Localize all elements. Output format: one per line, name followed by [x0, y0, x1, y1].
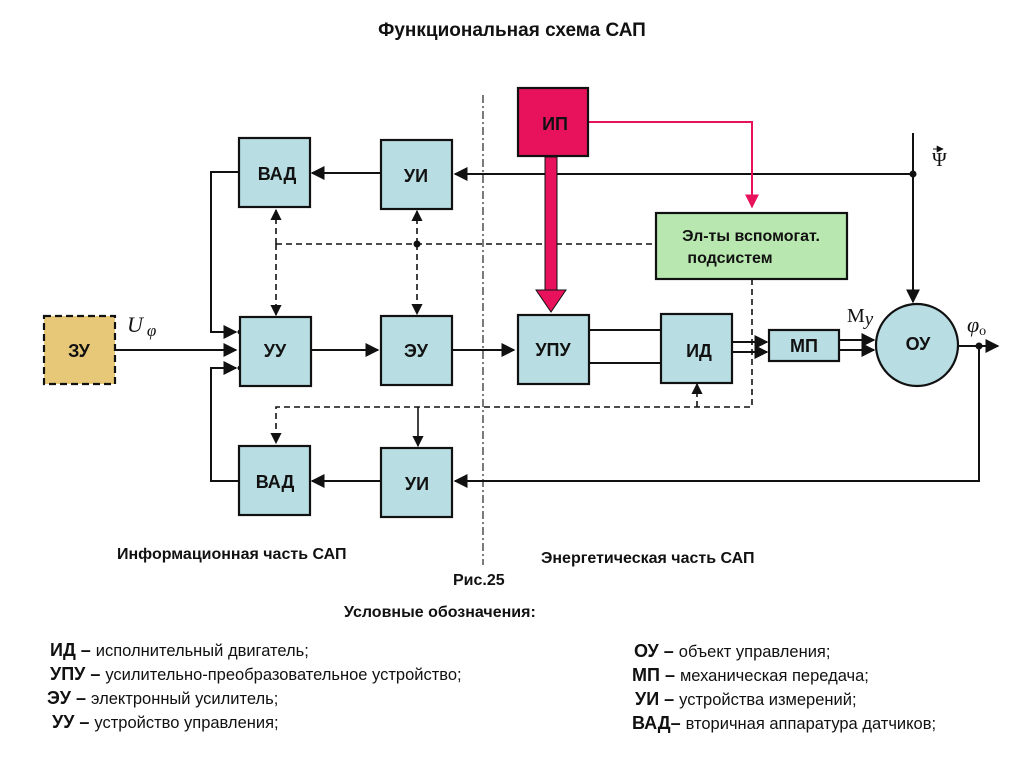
label-ou: ОУ — [906, 334, 932, 354]
legend-item: УУ – устройство управления; — [52, 712, 279, 732]
label-eu: ЭУ — [404, 341, 429, 361]
block-ip[interactable] — [516, 86, 590, 158]
link-feedback-bottom — [453, 346, 980, 488]
label-vad-top: ВАД — [258, 164, 297, 184]
block-zu[interactable] — [42, 314, 117, 386]
block-mp[interactable] — [767, 328, 841, 363]
ip-power-arrow-head — [535, 289, 567, 313]
legend-item: ЭУ – электронный усилитель; — [47, 688, 279, 708]
caption-info-part: Информационная часть САП — [117, 546, 347, 563]
signal-my: My — [847, 305, 874, 330]
signal-psi: Ψ — [932, 149, 947, 171]
label-mp: МП — [790, 336, 818, 356]
block-uu[interactable] — [238, 315, 313, 388]
label-upu: УПУ — [535, 340, 571, 360]
block-eu[interactable] — [379, 314, 454, 387]
label-aux-line2: подсистем — [687, 250, 772, 267]
label-zu: ЗУ — [68, 341, 91, 361]
legend-item: ВАД– вторичная аппаратура датчиков; — [632, 713, 937, 733]
label-ui-bottom: УИ — [405, 474, 429, 494]
legend-item: УПУ – усилительно-преобразовательное уст… — [50, 664, 462, 684]
junction-output — [975, 342, 983, 350]
block-ou[interactable] — [874, 302, 960, 388]
block-aux-subsystems[interactable] — [654, 211, 849, 281]
block-ui-top[interactable] — [379, 138, 454, 211]
legend-item: УИ – устройства измерений; — [635, 689, 857, 709]
label-ip: ИП — [542, 114, 568, 134]
caption-figure: Рис.25 — [453, 572, 505, 589]
block-upu[interactable] — [516, 313, 591, 386]
link-ip-aux — [588, 121, 759, 209]
label-aux-line1: Эл-ты вспомогат. — [682, 228, 820, 245]
block-ui-bottom[interactable] — [379, 446, 454, 519]
signal-phi-o: φо — [967, 312, 986, 339]
legend-item: ОУ – объект управления; — [634, 641, 831, 661]
block-vad-bottom[interactable] — [237, 444, 312, 517]
label-uu: УУ — [264, 341, 287, 361]
link-vad-bottom-uu — [210, 361, 239, 482]
legend-item: МП – механическая передача; — [632, 665, 869, 685]
dashed-bottom-bus — [270, 279, 753, 445]
diagram-title: Функциональная схема САП — [378, 20, 646, 41]
link-vad-top-uu — [210, 171, 239, 339]
legend-title: Условные обозначения: — [344, 604, 536, 621]
label-ui-top: УИ — [404, 166, 428, 186]
label-id: ИД — [686, 341, 712, 361]
block-vad-top[interactable] — [237, 136, 312, 209]
caption-energy-part: Энергетическая часть САП — [541, 550, 755, 567]
label-vad-bottom: ВАД — [256, 472, 295, 492]
junction-psi — [909, 170, 917, 178]
ip-power-arrow-shaft — [544, 156, 558, 293]
legend-item: ИД – исполнительный двигатель; — [50, 640, 309, 660]
block-id[interactable] — [659, 312, 734, 385]
